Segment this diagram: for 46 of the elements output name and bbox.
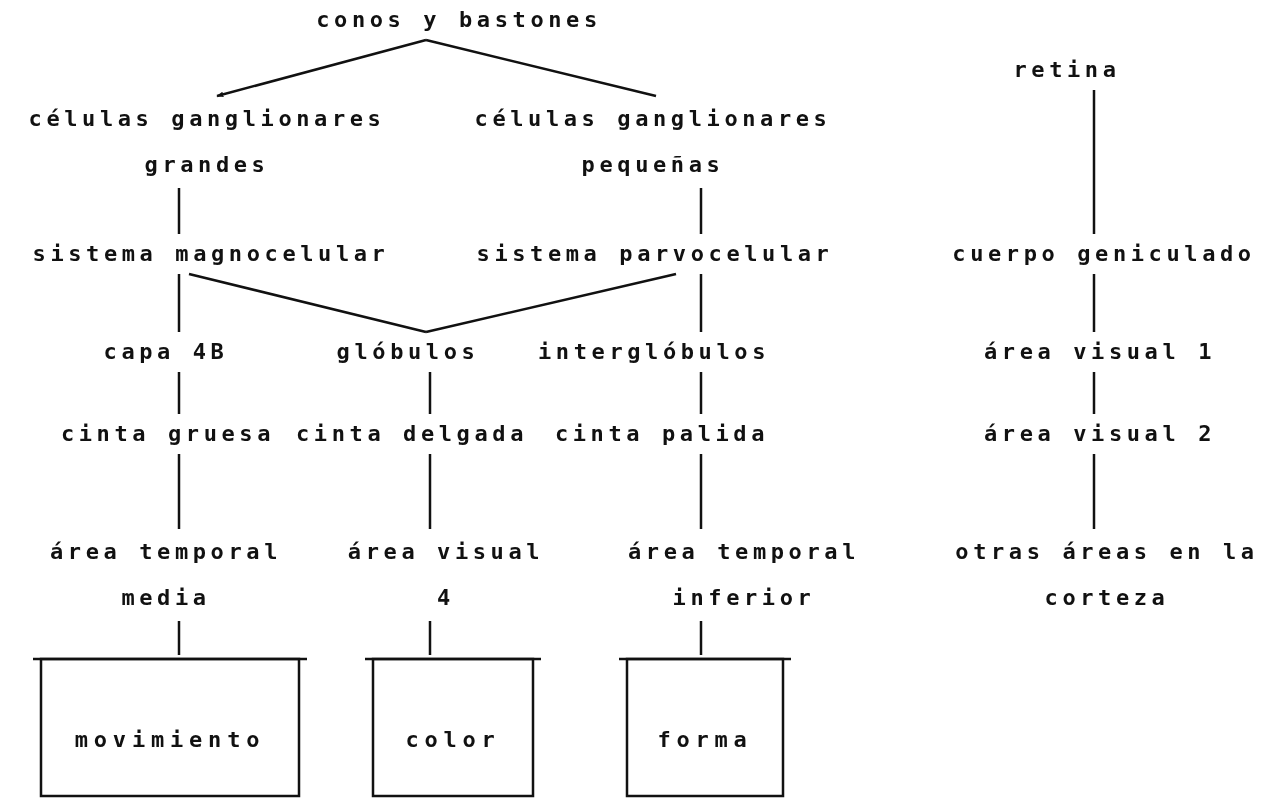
connector-line xyxy=(177,274,181,332)
node-label: glóbulos xyxy=(336,339,480,364)
node-label: retina xyxy=(1013,57,1121,82)
node-label: interglóbulos xyxy=(538,339,770,364)
process-box xyxy=(619,655,791,798)
connector-line xyxy=(1092,454,1096,529)
connector-line xyxy=(177,188,181,234)
box-label: movimiento xyxy=(73,727,267,752)
connector-line xyxy=(177,621,181,655)
connector-line xyxy=(177,454,181,529)
connector-line xyxy=(1092,372,1096,414)
node-label: cuerpo geniculado xyxy=(952,241,1256,266)
node-label: cinta gruesa xyxy=(60,421,276,446)
node-label: conos y bastones xyxy=(316,7,602,32)
box-label: forma xyxy=(656,727,754,752)
arrow xyxy=(216,38,427,98)
connector-line xyxy=(699,188,703,234)
process-box xyxy=(365,655,541,798)
node-label: células ganglionares grandes xyxy=(28,106,386,177)
box-label: color xyxy=(404,727,502,752)
node-label: sistema magnocelular xyxy=(32,241,390,266)
node-label: cinta palida xyxy=(554,421,770,446)
connector-line xyxy=(699,454,703,529)
connector-line xyxy=(428,372,432,414)
connector-line xyxy=(425,272,677,334)
connector-line xyxy=(428,621,432,655)
connector-line xyxy=(699,274,703,332)
node-label: área temporal inferior xyxy=(628,539,860,610)
node-label: células ganglionares pequeñas xyxy=(474,106,832,177)
connector-line xyxy=(699,372,703,414)
connector-line xyxy=(425,38,657,98)
node-label: cinta delgada xyxy=(296,421,528,446)
connector-line xyxy=(1092,90,1096,234)
connector-line xyxy=(1092,274,1096,332)
process-box xyxy=(33,655,307,798)
node-label: área visual 1 xyxy=(984,339,1216,364)
node-label: sistema parvocelular xyxy=(476,241,834,266)
node-label: área visual 2 xyxy=(984,421,1216,446)
connector-line xyxy=(428,454,432,529)
connector-line xyxy=(177,372,181,414)
node-label: otras áreas en la corteza xyxy=(955,539,1259,610)
connector-line xyxy=(699,621,703,655)
node-label: capa 4B xyxy=(103,339,229,364)
node-label: área visual 4 xyxy=(347,539,545,610)
connector-line xyxy=(188,272,427,334)
node-label: área temporal media xyxy=(50,539,282,610)
